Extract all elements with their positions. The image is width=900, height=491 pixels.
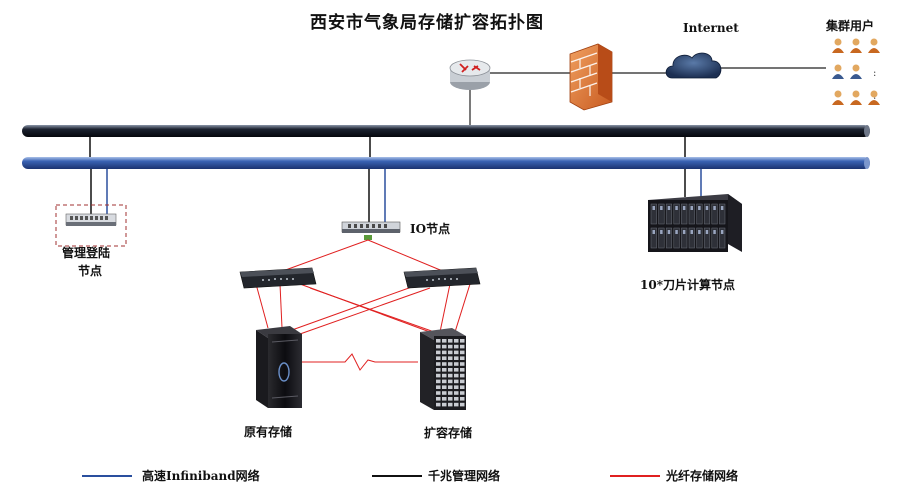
cluster-users-label: 集群用户: [826, 19, 875, 33]
firewall-icon: [569, 43, 613, 111]
legend-label-management: 千兆管理网络: [428, 469, 501, 483]
original-storage-rack-icon: [256, 326, 302, 408]
blade-nodes-label: 10*刀片计算节点: [640, 278, 735, 292]
management-network-bus: [22, 125, 870, 137]
io-node-server-icon: [341, 221, 401, 240]
expansion-storage-rack-icon: [420, 328, 466, 410]
legend-swatch-infiniband: [82, 475, 132, 477]
legend-swatch-management: [372, 475, 422, 477]
original-storage-label: 原有存储: [244, 425, 293, 439]
legend-label-fiber: 光纤存储网络: [666, 469, 739, 483]
fc-switch-right-icon: [403, 267, 481, 289]
svg-text::: :: [873, 94, 876, 105]
legend-swatch-fiber: [610, 475, 660, 477]
blade-chassis-icon: [648, 194, 742, 252]
expansion-storage-label: 扩容存储: [424, 426, 473, 440]
internet-label: Internet: [683, 21, 739, 35]
diagram-title: 西安市气象局存储扩容拓扑图: [310, 13, 544, 33]
internet-cloud-icon: [665, 52, 722, 79]
io-node-label: IO节点: [410, 222, 451, 236]
mgmt-login-label-line2: 节点: [78, 264, 103, 278]
fiber-storage-links: [255, 239, 471, 371]
fc-switch-left-icon: [239, 267, 317, 289]
management-login-node: [55, 204, 127, 247]
infiniband-network-bus: [22, 157, 870, 169]
svg-text::: :: [873, 68, 876, 79]
cluster-users-icon: ::: [832, 38, 880, 105]
drop-lines: [89, 137, 702, 222]
router-icon: [449, 59, 491, 90]
mgmt-login-label-line1: 管理登陆: [62, 246, 111, 260]
uplink-lines: [469, 67, 826, 125]
legend-label-infiniband: 高速Infiniband网络: [142, 469, 260, 483]
